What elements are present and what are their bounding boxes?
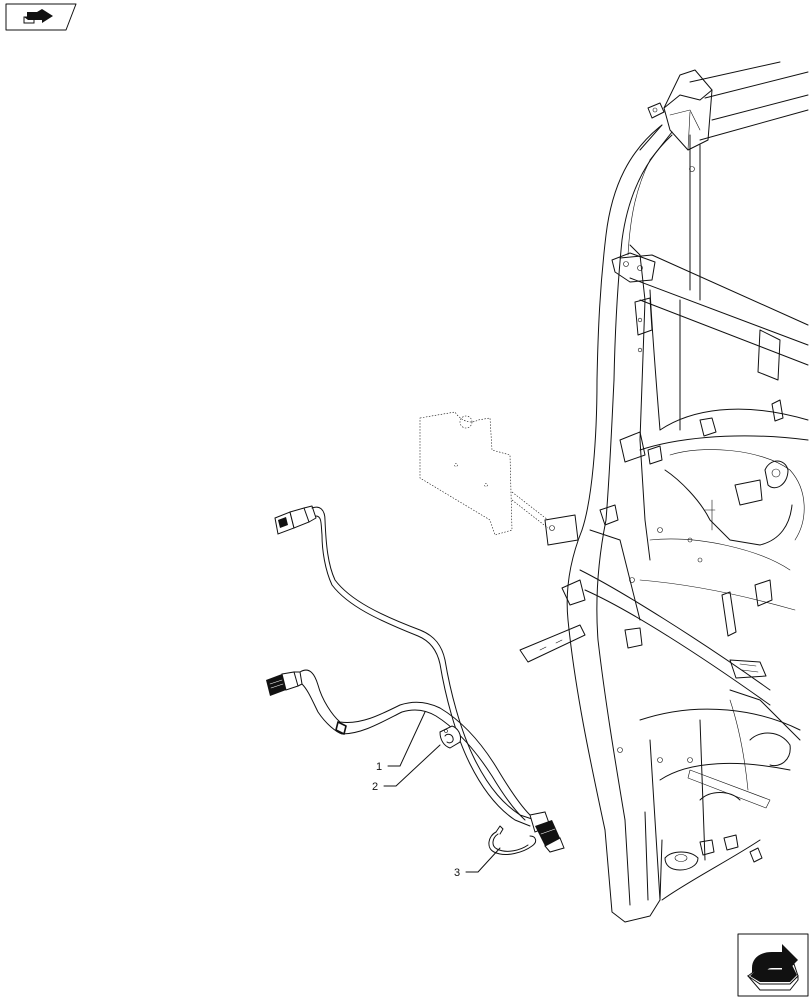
section-reference-icon[interactable]: [5, 3, 77, 31]
callout-1: 1: [376, 761, 382, 773]
reference-panel: [419, 411, 549, 536]
leader-lines: [383, 711, 501, 873]
lower-connector: [266, 671, 303, 696]
next-page-arrow-icon[interactable]: [737, 933, 809, 997]
end-connector: [529, 811, 565, 853]
upper-connector: [274, 505, 317, 535]
callouts: 1 2 3: [372, 761, 460, 879]
harness-clip: [439, 725, 461, 749]
callout-3: 3: [454, 867, 460, 879]
cable-tie: [488, 825, 537, 855]
wire-harness: [266, 505, 565, 853]
cab-frame: [519, 61, 809, 923]
callout-2: 2: [372, 781, 378, 793]
